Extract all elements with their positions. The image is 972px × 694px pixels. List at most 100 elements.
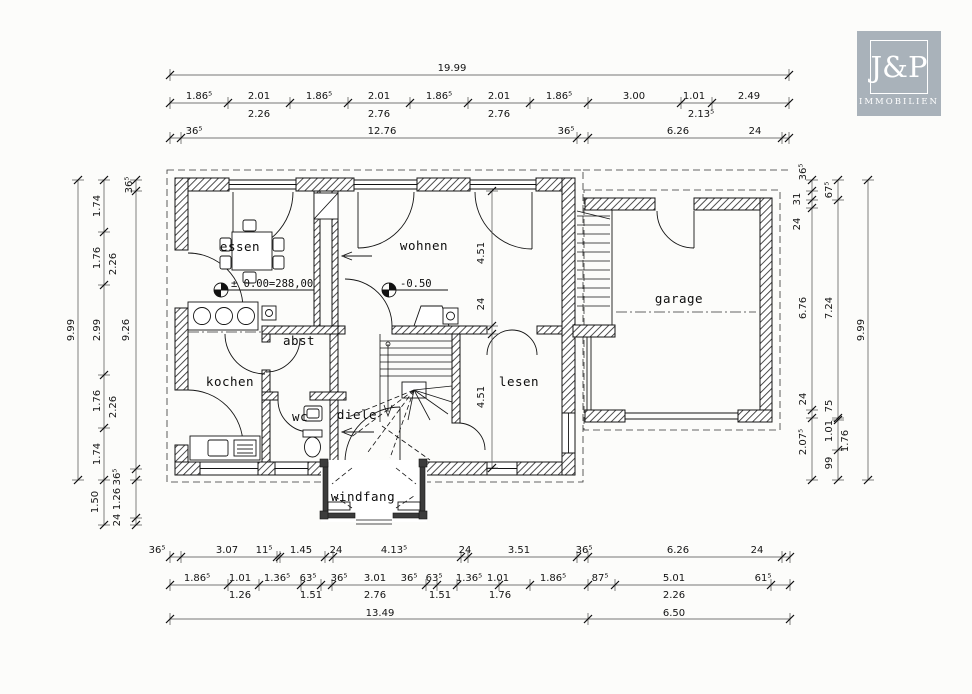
- window-lesen-east: [561, 412, 576, 454]
- room-label-abst: abst: [283, 333, 315, 348]
- dining-table: [219, 219, 285, 284]
- room-label-wc: wc: [292, 409, 308, 424]
- dimension-label: 9.99: [66, 319, 77, 341]
- dimension-label: 2.26: [108, 253, 119, 275]
- ground-level-value: ± 0.00=288,00: [231, 278, 313, 290]
- fireplace: [413, 305, 459, 327]
- dimension-label: 67⁵: [824, 182, 835, 199]
- dim-chain-top-overall: [165, 69, 794, 81]
- dimension-label: 24: [476, 298, 487, 311]
- window-top-1: [228, 179, 297, 190]
- dim-chain-bottom-3: [165, 613, 795, 625]
- level-marker-living: -0.50: [381, 278, 448, 298]
- room-label-diele: diele: [337, 407, 377, 422]
- dimension-label: 1.76: [92, 390, 103, 412]
- dimension-label: 2.99: [92, 319, 103, 341]
- dimension-label: 1.86⁵: [186, 91, 212, 102]
- dimension-label: 4.51: [476, 242, 487, 264]
- dimension-label: 1.86⁵: [426, 91, 452, 102]
- dim-chain-interior: [486, 186, 498, 473]
- garage-walls: [572, 197, 773, 423]
- dimension-label: 12.76: [368, 126, 397, 137]
- room-label-windfang: windfang: [331, 489, 395, 504]
- dimension-label: 9.26: [121, 319, 132, 341]
- dimension-label: 24: [112, 514, 123, 527]
- dimension-label: 6.50: [663, 608, 685, 619]
- dimension-label: 1.74: [92, 195, 103, 217]
- room-label-essen: essen: [220, 239, 260, 254]
- dimension-label: 11⁵: [256, 545, 273, 556]
- logo-wordmark: IMMOBILIEN: [859, 97, 939, 107]
- company-logo: J&P IMMOBILIEN: [857, 31, 941, 116]
- dimension-label: 1.01: [487, 573, 509, 584]
- dimension-label: 61⁵: [755, 573, 772, 584]
- dimension-labels-interior: 4.51 24 4.51: [476, 242, 487, 408]
- dimension-label: 2.07⁵: [798, 429, 809, 455]
- interior-walls: [261, 190, 563, 463]
- dimension-label: 3.51: [508, 545, 530, 556]
- dim-chain-left-outer: [72, 175, 84, 485]
- dimension-label: 36⁵: [124, 177, 135, 194]
- dimension-label: 1.51: [429, 590, 451, 601]
- dimension-label: 5.01: [663, 573, 685, 584]
- dimension-label: 2.01: [368, 91, 390, 102]
- level-marker-ground: ± 0.00=288,00: [213, 278, 314, 298]
- dimension-label: 13.49: [366, 608, 395, 619]
- dimension-label: 36⁵: [112, 469, 123, 486]
- dimension-label: 1.36⁵: [264, 573, 290, 584]
- dimension-label: 6.26: [667, 545, 689, 556]
- dimension-label: 6.26: [667, 126, 689, 137]
- dimension-label: 87⁵: [592, 573, 609, 584]
- dimension-label: 1.51: [300, 590, 322, 601]
- dimension-label: 1.01: [824, 420, 835, 442]
- dimension-label: 6.76: [798, 297, 809, 319]
- dimension-label: 36⁵: [576, 545, 593, 556]
- dimension-label: 99: [824, 457, 835, 470]
- windfang-vestibule: [319, 458, 428, 525]
- dimension-label: 3.07: [216, 545, 238, 556]
- dimension-label: 1.01: [683, 91, 705, 102]
- dimension-label: 75: [824, 400, 835, 413]
- dim-chain-left-inner: [130, 175, 142, 530]
- dimension-label: 24: [751, 545, 764, 556]
- window-top-3: [469, 179, 537, 190]
- dimension-label: 19.99: [438, 63, 467, 74]
- kitchen-counter: [187, 301, 277, 461]
- dimension-label: 36⁵: [331, 573, 348, 584]
- dimension-label: 36⁵: [401, 573, 418, 584]
- dimension-label: 2.26: [108, 396, 119, 418]
- dim-chain-right-mid: [832, 175, 844, 485]
- dimension-label: 9.99: [856, 319, 867, 341]
- room-label-lesen: lesen: [499, 374, 539, 389]
- window-wc: [274, 461, 309, 476]
- dimension-label: 1.86⁵: [546, 91, 572, 102]
- room-label-garage: garage: [655, 291, 703, 306]
- dimension-label: 3.00: [623, 91, 645, 102]
- dimension-label: 1.86⁵: [306, 91, 332, 102]
- dimension-label: 2.01: [248, 91, 270, 102]
- dim-chain-bottom-2: [165, 579, 795, 591]
- dimension-label: 36⁵: [558, 126, 575, 137]
- logo-monogram: J&P: [870, 49, 928, 84]
- room-label-wohnen: wohnen: [400, 238, 448, 253]
- dimension-label: 7.24: [824, 297, 835, 319]
- dimension-label: 1.86⁵: [184, 573, 210, 584]
- dimension-label: 4.13⁵: [381, 545, 407, 556]
- dimension-label: 1.26: [112, 488, 123, 510]
- dimension-label: 1.45: [290, 545, 312, 556]
- main-stairs: [345, 334, 453, 461]
- living-level-value: -0.50: [400, 278, 432, 290]
- dimension-label: 2.13⁵: [688, 109, 714, 120]
- room-labels: essen wohnen garage kochen abst wc diele…: [206, 238, 703, 504]
- dimension-labels-left: 9.99 1.74 1.76 2.99 1.76 1.74 1.50 2.26 …: [66, 177, 135, 527]
- dimension-label: 2.01: [488, 91, 510, 102]
- dimension-label: 1.74: [92, 443, 103, 465]
- dimension-label: 36⁵: [798, 164, 809, 181]
- dimension-label: 24: [792, 218, 803, 231]
- dimension-label: 2.49: [738, 91, 760, 102]
- dim-chain-bottom-1: [165, 551, 795, 563]
- wc-fixtures: [302, 405, 323, 458]
- dim-chain-top-1: [165, 97, 794, 109]
